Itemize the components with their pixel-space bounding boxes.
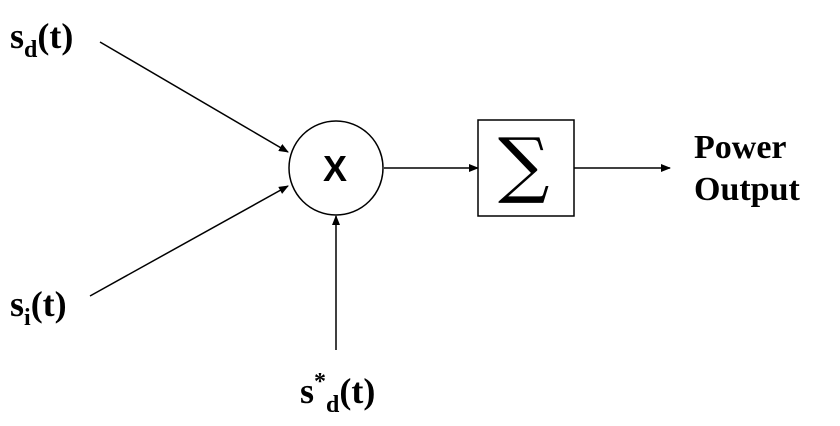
- power-output-label: Power Output: [694, 127, 834, 211]
- reference-signal-base: s: [300, 371, 315, 411]
- desired-signal-arrow: [99, 41, 289, 153]
- interference-signal-subscript: i: [24, 305, 31, 331]
- reference-signal-label: s*d(t): [300, 370, 375, 417]
- desired-signal-base: s: [10, 16, 25, 56]
- power-output-line1: Power: [694, 129, 787, 166]
- interference-signal-arrow: [89, 185, 289, 297]
- power-output-line2: Output: [694, 171, 800, 208]
- multiplier-circle: [288, 120, 384, 216]
- interference-signal-suffix: (t): [30, 284, 67, 324]
- reference-signal-subscript: d: [326, 392, 340, 418]
- desired-signal-suffix: (t): [37, 16, 74, 56]
- desired-signal-subscript: d: [24, 37, 38, 63]
- reference-signal-suffix: (t): [339, 371, 376, 411]
- desired-signal-label: sd(t): [10, 18, 73, 62]
- summer-box: [477, 119, 575, 217]
- summation-symbol: ∑: [498, 122, 550, 206]
- reference-signal-superscript: *: [314, 369, 327, 395]
- interference-signal-label: si(t): [10, 286, 67, 330]
- multiplier-symbol: X: [323, 148, 348, 189]
- interference-signal-base: s: [10, 284, 25, 324]
